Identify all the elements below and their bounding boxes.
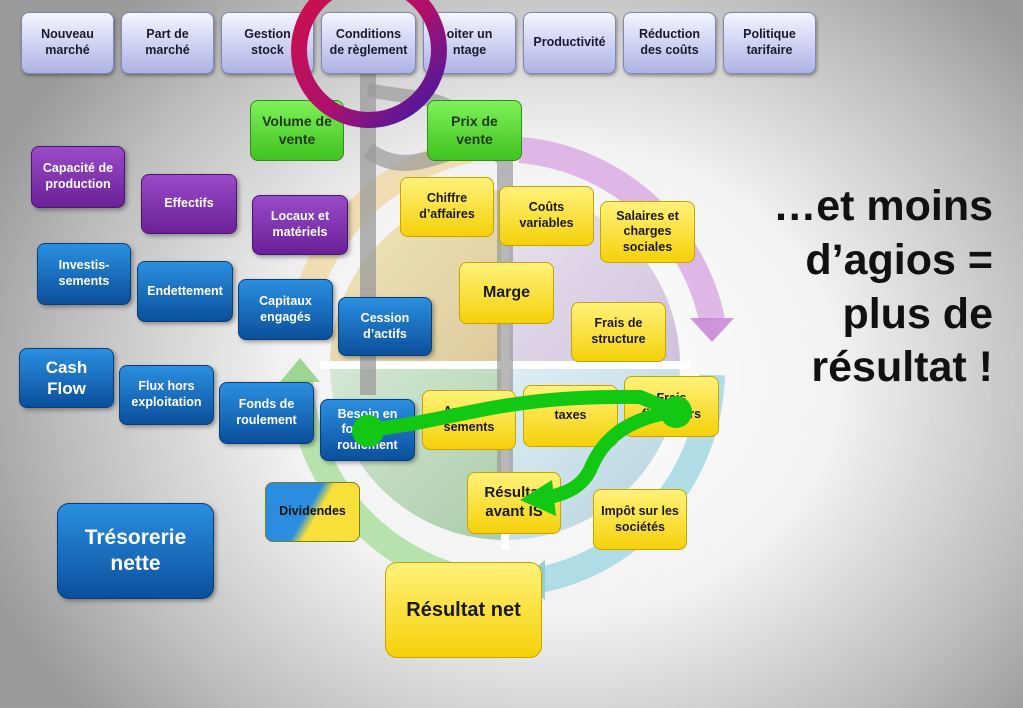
node-resultat-net[interactable]: Résultat net bbox=[385, 562, 542, 658]
node-effectifs[interactable]: Effectifs bbox=[141, 174, 237, 234]
highlight-ring bbox=[291, 0, 447, 128]
node-dividendes[interactable]: Dividendes bbox=[265, 482, 360, 542]
productivite-button[interactable]: Productivité bbox=[523, 12, 616, 74]
node-investissements[interactable]: Investis-sements bbox=[37, 243, 131, 305]
node-marge[interactable]: Marge bbox=[459, 262, 554, 324]
green-flow-arrow bbox=[352, 389, 692, 516]
node-endettement[interactable]: Endettement bbox=[137, 261, 233, 322]
